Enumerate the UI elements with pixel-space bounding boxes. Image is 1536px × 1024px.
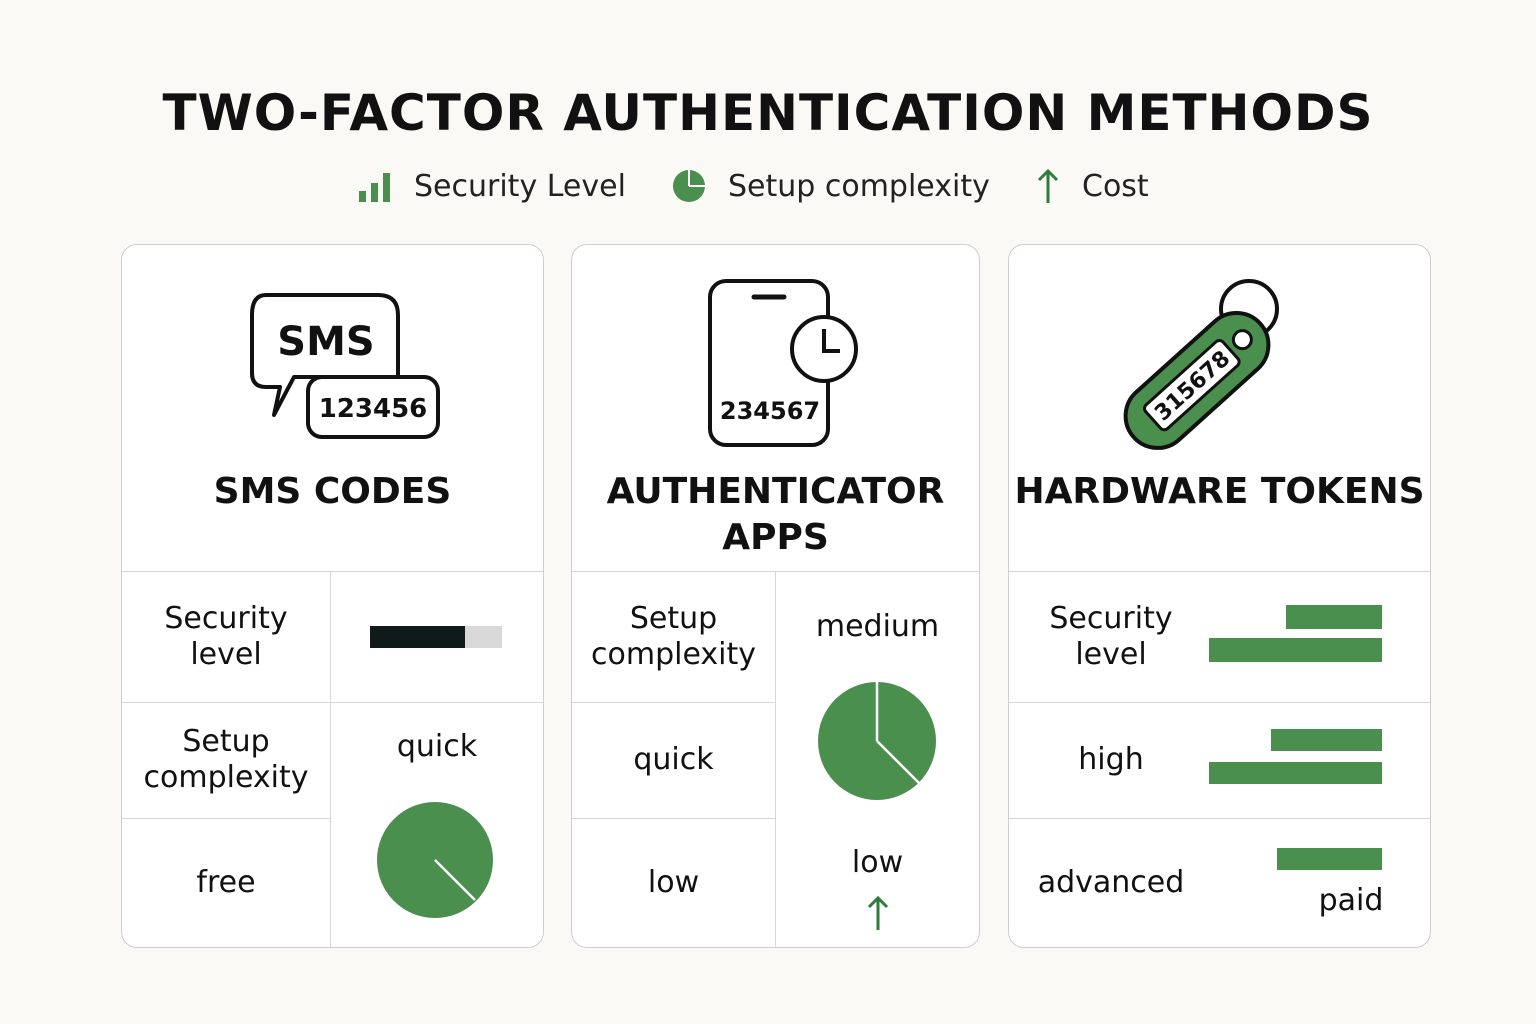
security-level-bar (370, 626, 502, 648)
sms-message-icon: SMS 123456 (250, 293, 440, 439)
card-sms-codes: SMS 123456 SMS CODES Security level Setu… (121, 244, 544, 948)
cost-bar (1277, 848, 1382, 870)
security-level-label: Security level (164, 600, 288, 672)
legend-security-level: Security Level (358, 164, 626, 208)
card-title-line1: AUTHENTICATOR (606, 471, 945, 512)
setup-complexity-pie (377, 802, 493, 918)
card-hardware-tokens: 315678 HARDWARE TOKENS Security level hi… (1008, 244, 1431, 948)
arrow-up-icon (867, 895, 889, 930)
high-bar-short (1271, 729, 1382, 751)
legend-setup-complexity: Setup complexity (672, 164, 990, 208)
cost-value: paid (1318, 883, 1384, 918)
setup-complexity-pie (818, 682, 936, 800)
legend: Security Level Setup complexity Cost (0, 164, 1536, 208)
auth-code-label: 234567 (720, 397, 820, 425)
security-level-bar-fill (370, 626, 466, 648)
high-value: high (1078, 742, 1144, 777)
legend-label: Cost (1082, 168, 1149, 204)
page-title: TWO-FACTOR AUTHENTICATION METHODS (162, 84, 1374, 142)
high-bar-long (1209, 762, 1382, 784)
setup-value: quick (396, 729, 478, 764)
security-bar-short (1286, 605, 1382, 629)
card-title: SMS CODES (213, 471, 452, 512)
legend-label: Setup complexity (728, 168, 990, 204)
legend-cost: Cost (1036, 164, 1149, 208)
arrow-up-icon (1037, 168, 1059, 203)
setup-complexity-label: Setup complexity (143, 724, 309, 795)
phone-clock-icon: 234567 (708, 279, 858, 447)
cost-value: free (196, 864, 256, 900)
security-bar-long (1209, 638, 1382, 662)
cost-value: low (851, 845, 904, 880)
sms-code-label: 123456 (319, 394, 428, 424)
hardware-token-icon: 315678 (1123, 279, 1279, 450)
advanced-value: advanced (1037, 864, 1185, 900)
sms-icon-label: SMS (277, 319, 374, 365)
signal-bars-icon (359, 173, 390, 202)
card-authenticator-apps: 234567 AUTHENTICATOR APPS Setup complexi… (571, 244, 980, 948)
card-title: HARDWARE TOKENS (1014, 471, 1425, 512)
security-level-label: Security level (1049, 600, 1173, 672)
pie-icon (673, 170, 705, 202)
medium-value: medium (815, 609, 940, 644)
setup-complexity-label: Setup complexity (591, 600, 756, 672)
quick-value: quick (633, 742, 714, 777)
legend-label: Security Level (414, 168, 626, 204)
card-title-line2: APPS (722, 517, 829, 558)
low-value: low (647, 864, 700, 900)
